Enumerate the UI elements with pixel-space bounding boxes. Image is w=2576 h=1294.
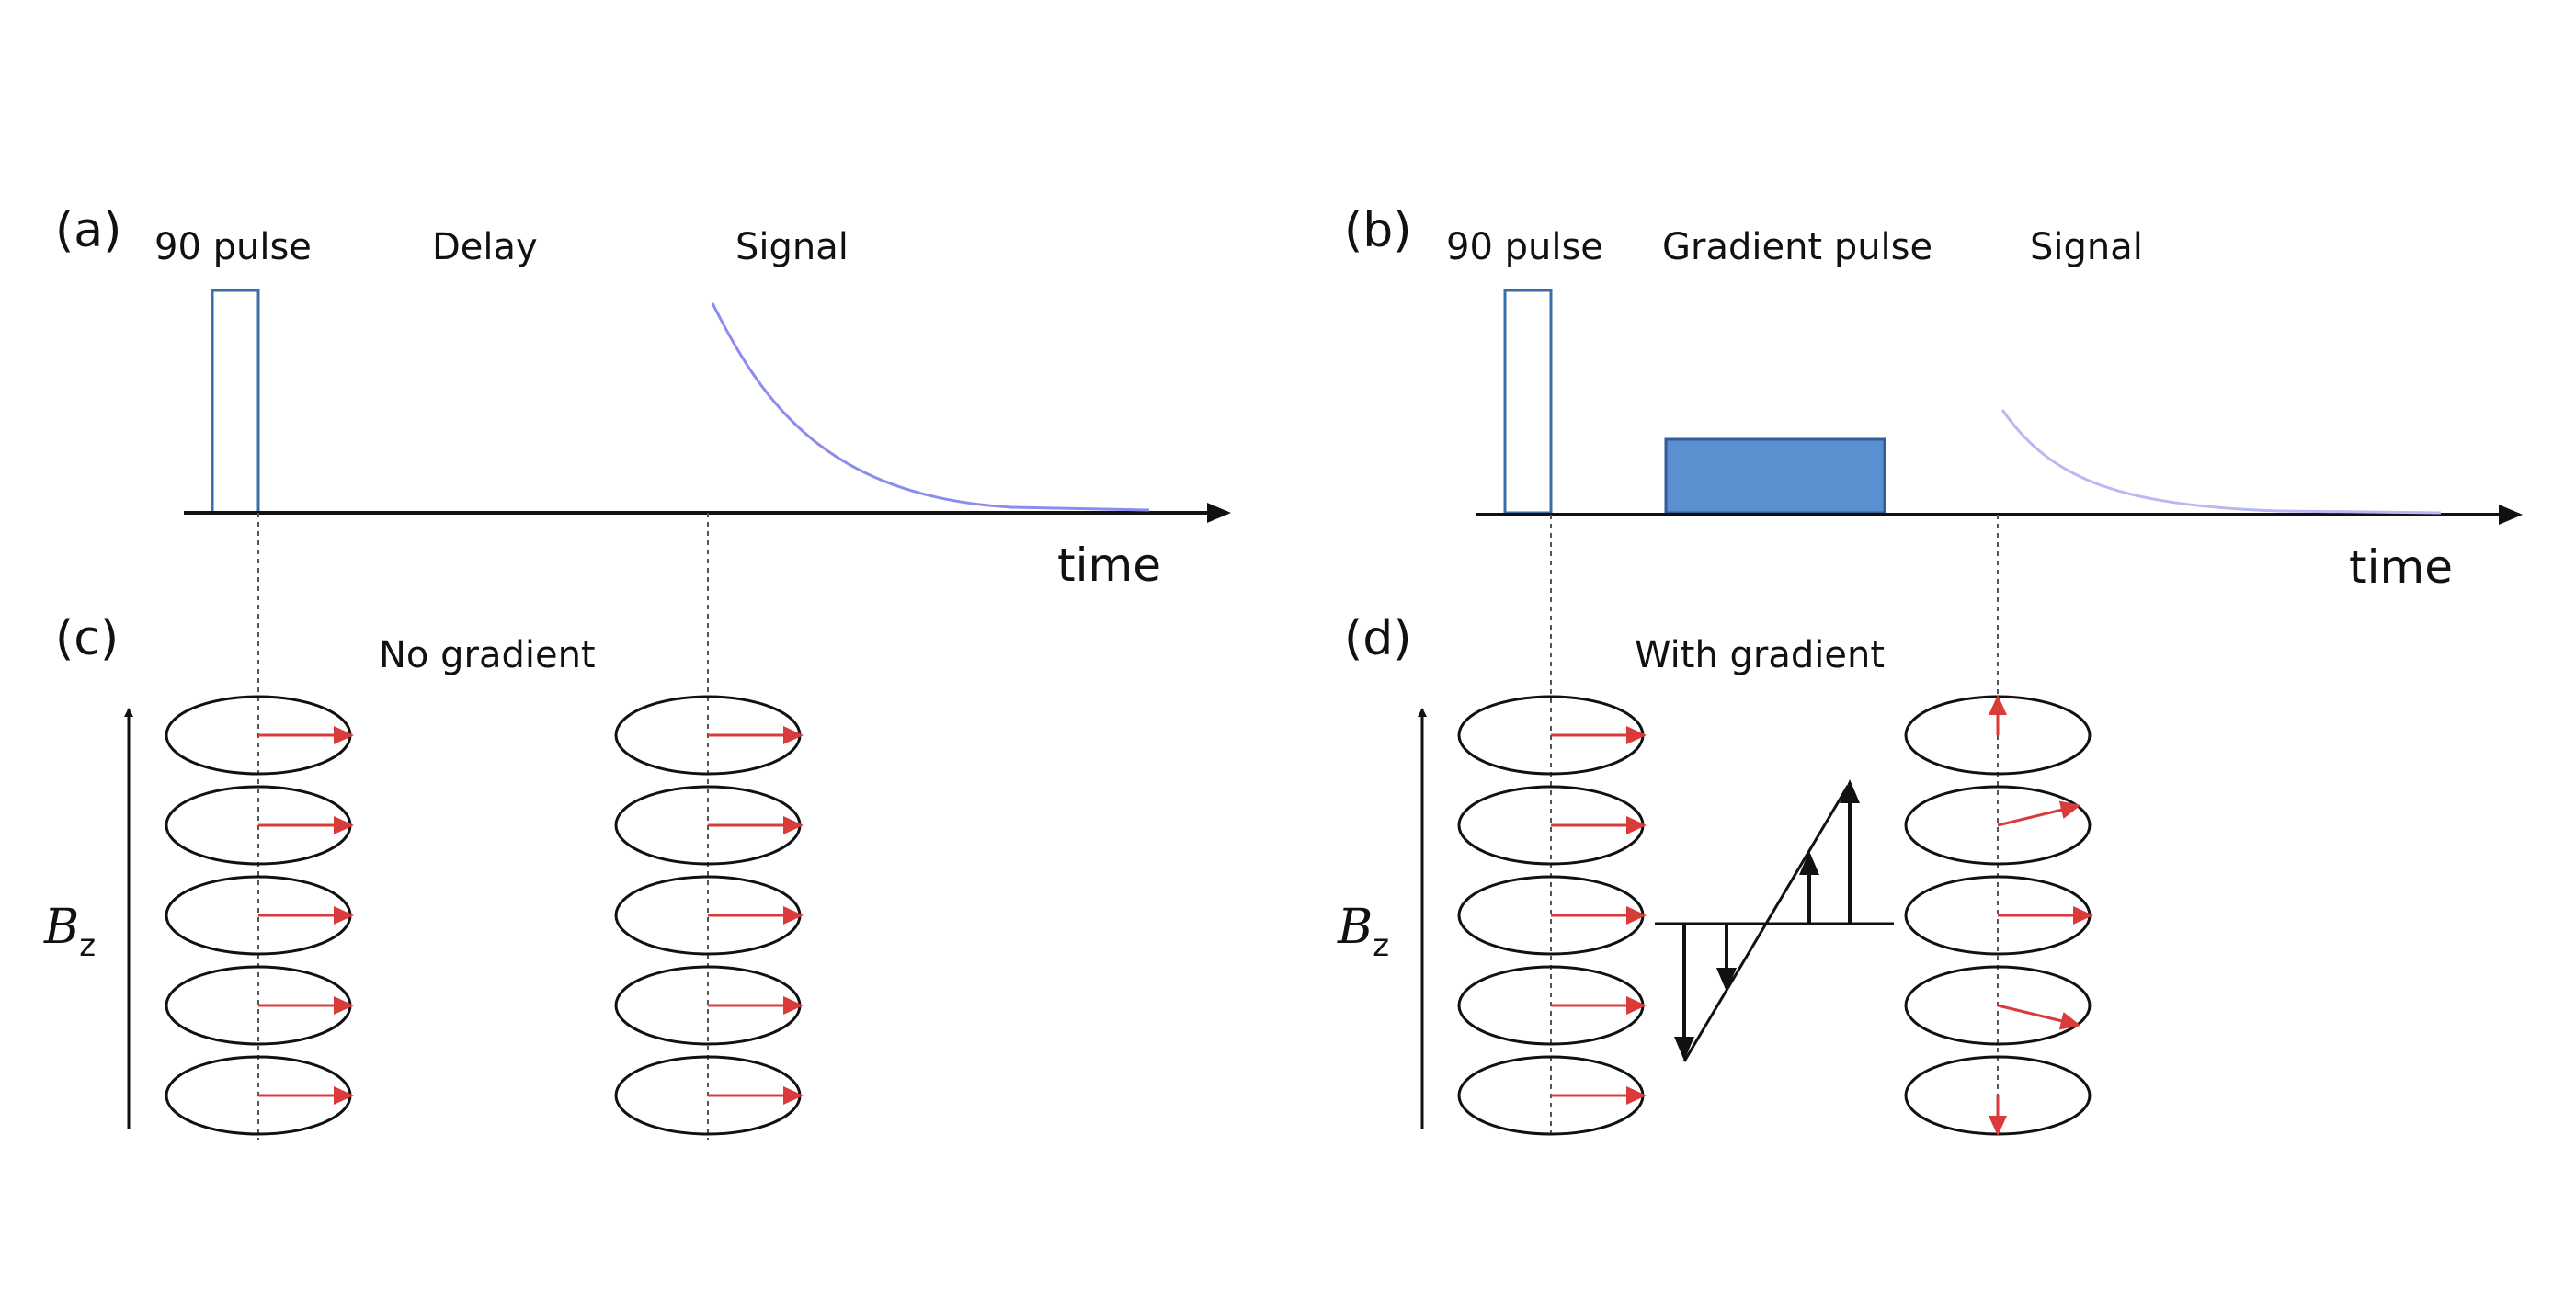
gradient-ramp (1682, 785, 1850, 1062)
rf-pulse-a (211, 289, 260, 515)
d-after-ellipse-4 (1904, 965, 2092, 1046)
panel-d-tag: (d) (1344, 611, 1412, 666)
d-after-ellipse-2 (1904, 785, 2092, 866)
spin-column-d-before (1457, 695, 1647, 1136)
panel-c-title: No gradient (379, 634, 596, 676)
panel-b-tag: (b) (1344, 203, 1412, 258)
d-after-spin-arrow-4 (1997, 1004, 2081, 1030)
panel-b-label-gradient: Gradient pulse (1662, 226, 1932, 268)
bz-label-c: Bz (43, 900, 96, 964)
bz-label-d: Bz (1337, 900, 1389, 964)
spin-column-c-before (165, 695, 354, 1136)
spin-column-c-after (614, 695, 804, 1136)
signal-decay-b (2000, 409, 2442, 515)
d-after-spin-arrow-2 (1997, 800, 2081, 827)
panel-d-title: With gradient (1635, 634, 1885, 676)
signal-decay-a (711, 302, 1150, 512)
panel-a-label-signal: Signal (735, 226, 849, 268)
field-gradient-profile (1655, 779, 1894, 1062)
panel-b: (b) 90 pulse Gradient pulse Signal time (1344, 203, 2523, 1140)
panel-d: (d) With gradient Bz (1337, 611, 2093, 1136)
panel-b-label-signal: Signal (2030, 226, 2143, 268)
panel-b-label-pulse: 90 pulse (1446, 226, 1603, 268)
panel-c: (c) No gradient Bz (43, 611, 804, 1136)
panel-a-tag: (a) (55, 203, 121, 258)
rf-pulse-b (1503, 289, 1553, 515)
spin-column-d-after (1904, 695, 2093, 1136)
panel-a-label-delay: Delay (432, 226, 538, 268)
time-axis-a-label: time (1057, 539, 1161, 592)
panel-c-tag: (c) (55, 611, 119, 666)
time-axis-b-label: time (2349, 540, 2453, 594)
panel-a-label-pulse: 90 pulse (154, 226, 312, 268)
gradient-pulse-block (1664, 437, 1886, 515)
panel-a: (a) 90 pulse Delay Signal time (55, 203, 1231, 1140)
